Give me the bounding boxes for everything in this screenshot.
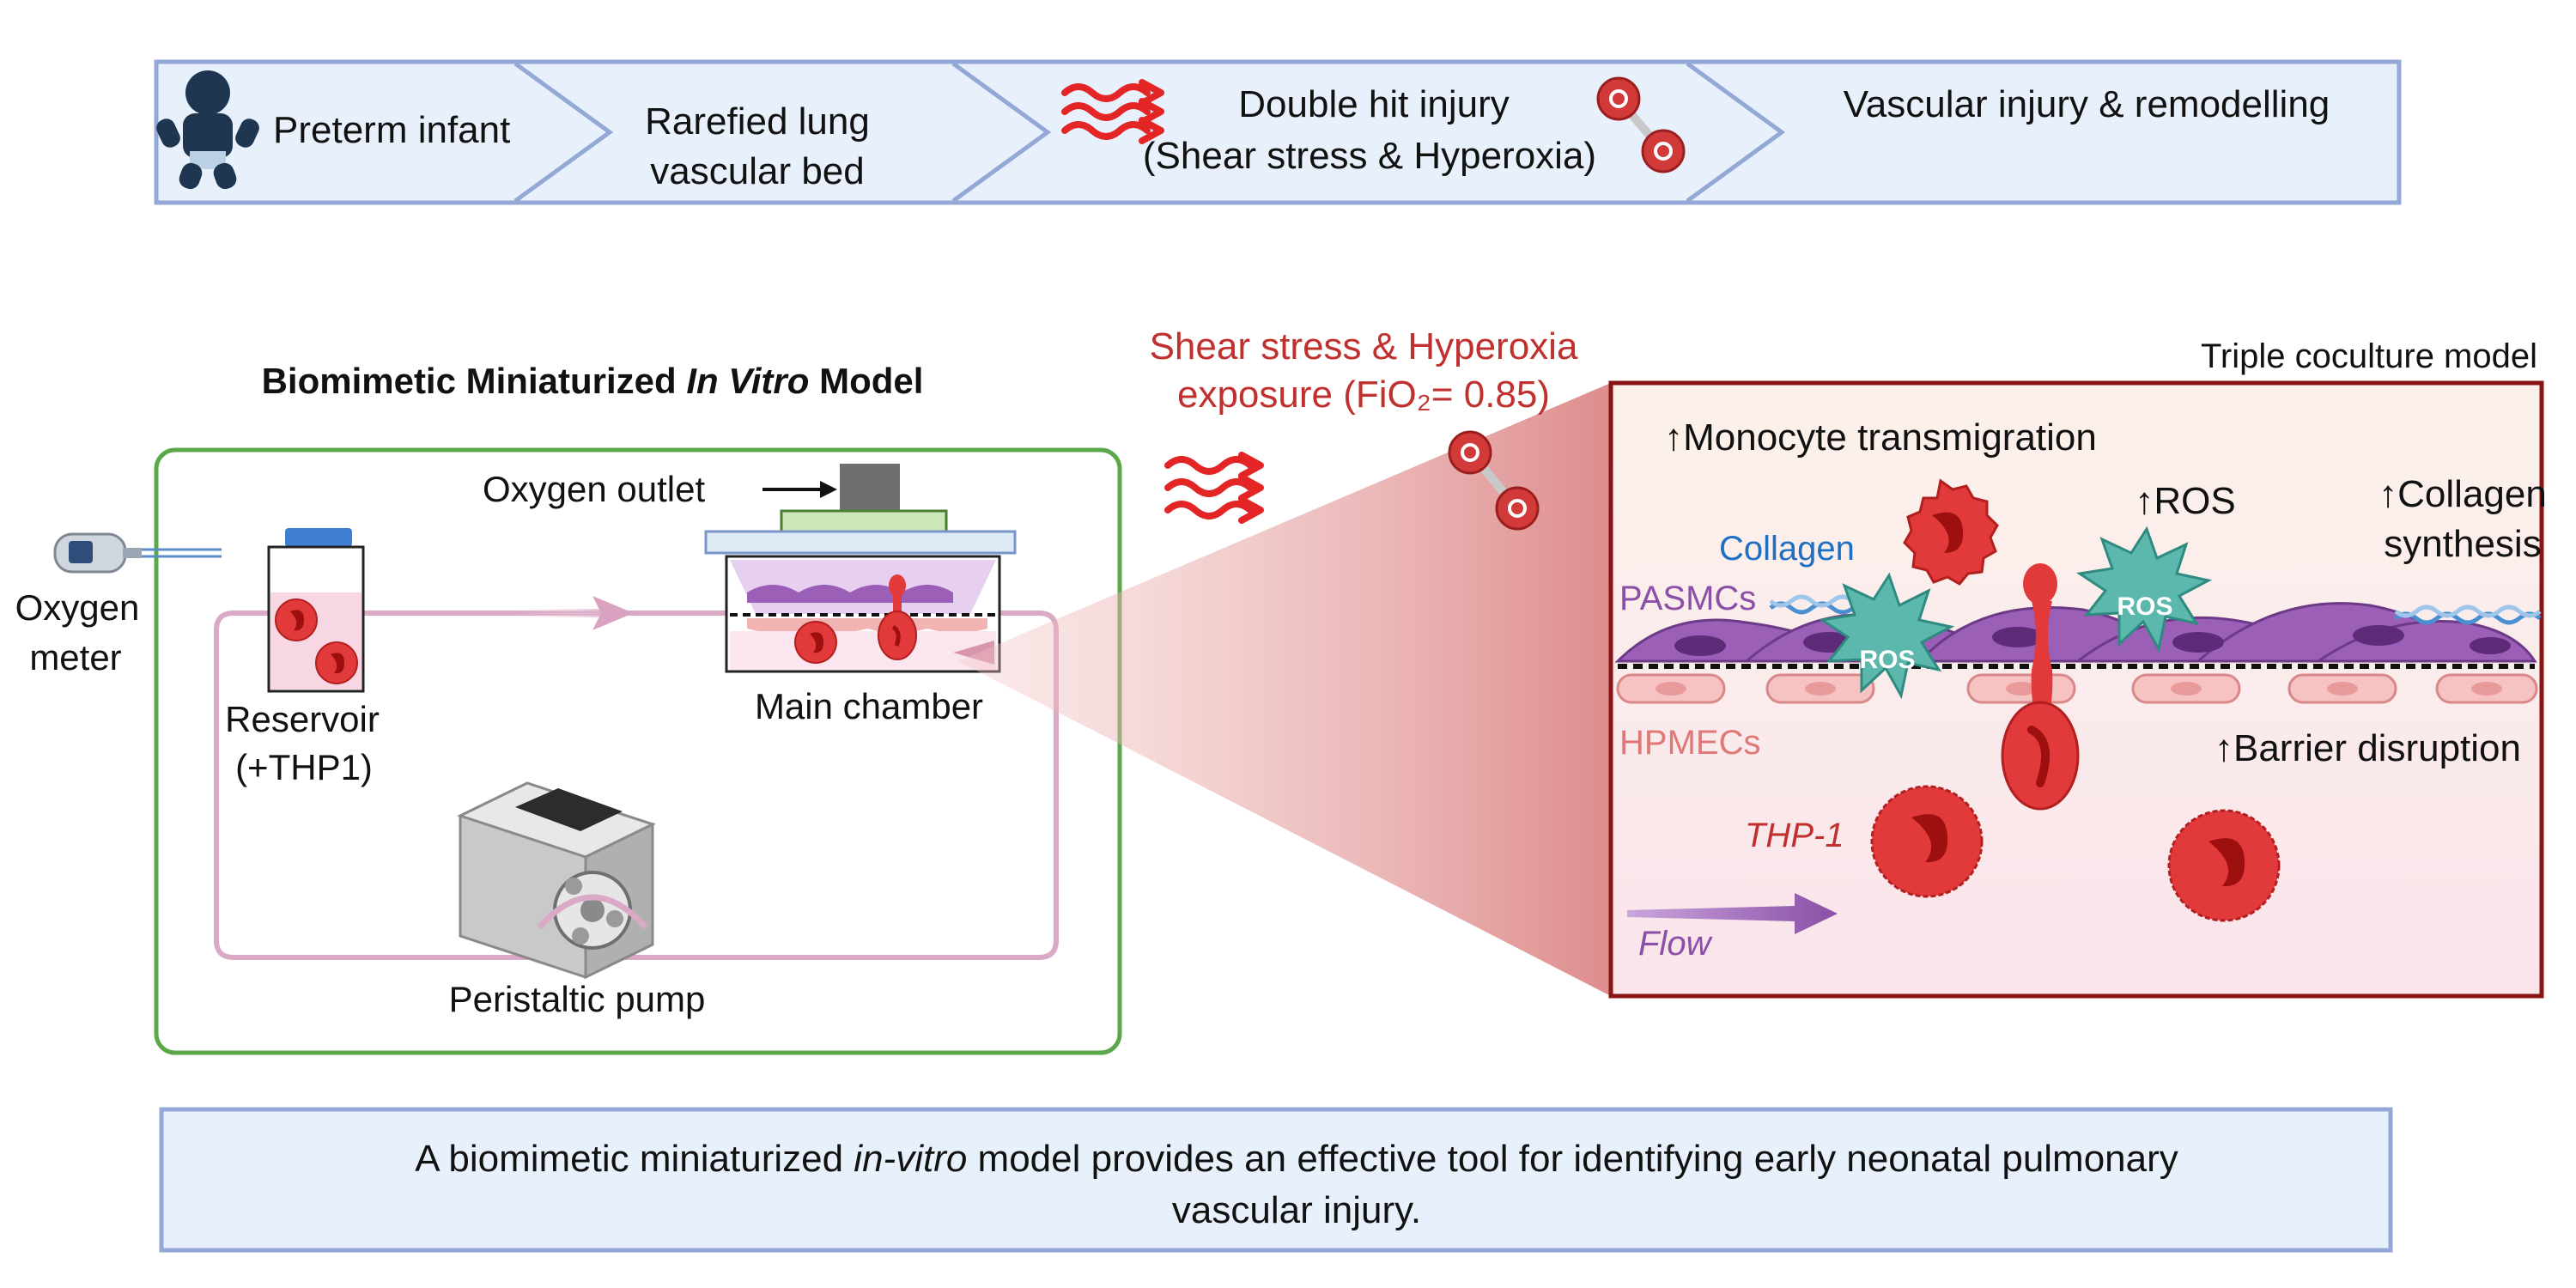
- oxygen-outlet-label: Oxygen outlet: [483, 469, 705, 509]
- oxygen-molecule-icon: [1448, 430, 1540, 531]
- flow-arrow-icon: [515, 596, 635, 630]
- thp1-cell-icon: [1870, 785, 1984, 898]
- flow-direction-arrow: [1627, 893, 1838, 934]
- reservoir-bottle: [267, 528, 365, 693]
- step-vascular-injury: Vascular injury & remodelling: [1844, 83, 2330, 125]
- thp1-cell-icon: [2167, 809, 2281, 922]
- step-preterm-infant: Preterm infant: [273, 109, 510, 151]
- step-rarefied-line2: vascular bed: [650, 150, 864, 192]
- flow-label: Flow: [1638, 925, 1714, 963]
- thp1-label: THP-1: [1745, 817, 1844, 854]
- conclusion-line1: A biomimetic miniaturized in-vitro model…: [415, 1138, 2178, 1180]
- collagen-label: Collagen: [1719, 530, 1855, 568]
- shear-stress-wave-icon: [1061, 79, 1164, 144]
- pump-label: Peristaltic pump: [449, 979, 706, 1019]
- step-double-hit: Double hit injury: [1238, 83, 1510, 125]
- oxygen-meter-icon: [53, 532, 222, 574]
- oxygen-meter-label-2: meter: [29, 637, 121, 677]
- conclusion-line2: vascular injury.: [1172, 1189, 1421, 1231]
- peristaltic-pump-icon: [457, 781, 656, 980]
- collagen-synthesis-label: ↑Collagen: [2379, 473, 2547, 515]
- banner-frame: [154, 59, 2402, 205]
- model-title: Biomimetic Miniaturized In Vitro Model: [262, 361, 924, 401]
- chevron-divider: [1686, 61, 1786, 204]
- zoom-beam: [958, 383, 1611, 996]
- workflow-banner: Preterm infant Rarefied lung vascular be…: [154, 59, 2402, 205]
- thp1-cell-icon: [275, 598, 318, 641]
- oxygen-meter-label: Oxygen: [15, 587, 140, 628]
- coculture-title: Triple coculture model: [2201, 337, 2537, 375]
- exposure-label: Shear stress & Hyperoxia exposure (FiO₂=…: [1150, 325, 1578, 416]
- ros-burst-icon: ROS: [1818, 572, 1955, 700]
- arrow-right-icon: [762, 481, 837, 498]
- oxygen-molecule-icon: [1596, 76, 1686, 173]
- ros-badge-label: ROS: [2117, 592, 2172, 621]
- outlet-port: [840, 464, 900, 511]
- conclusion-banner: A biomimetic miniaturized in-vitro model…: [159, 1107, 2393, 1253]
- exposure-line2: exposure (FiO₂= 0.85): [1177, 374, 1550, 416]
- reservoir-label: Reservoir: [225, 699, 380, 739]
- barrier-disruption-label: ↑Barrier disruption: [2215, 727, 2521, 769]
- transmigrating-cell-icon: [878, 574, 917, 660]
- pasmcs-label: PASMCs: [1619, 580, 1756, 617]
- chevron-divider: [513, 61, 614, 204]
- transmigrating-cell-icon: [2001, 563, 2080, 811]
- conclusion-frame: [159, 1107, 2393, 1253]
- monocyte-transmigration-label: ↑Monocyte transmigration: [1664, 416, 2097, 459]
- ros-burst-icon: ROS: [2075, 526, 2213, 653]
- reservoir-label-2: (+THP1): [235, 747, 373, 787]
- collagen-synthesis-label-2: synthesis: [2384, 523, 2541, 565]
- exposure-line1: Shear stress & Hyperoxia: [1150, 325, 1578, 368]
- main-chamber: [704, 509, 1017, 673]
- ros-increase-label: ↑ROS: [2135, 480, 2235, 522]
- step-double-hit-detail: (Shear stress & Hyperoxia): [1143, 135, 1596, 177]
- thp1-cell-icon: [1903, 478, 1999, 586]
- in-vitro-model-panel: Biomimetic Miniaturized In Vitro Model O…: [15, 361, 1122, 1055]
- infant-icon: [156, 70, 259, 190]
- coculture-panel: Triple coculture model: [1608, 337, 2547, 999]
- chevron-divider: [951, 61, 1052, 204]
- thp1-cell-icon: [794, 621, 837, 664]
- hpmecs-label: HPMECs: [1619, 724, 1760, 762]
- shear-stress-wave-icon: [1164, 452, 1264, 524]
- main-chamber-label: Main chamber: [755, 686, 983, 726]
- ros-badge-label: ROS: [1859, 646, 1915, 674]
- step-rarefied-line1: Rarefied lung: [645, 100, 870, 143]
- thp1-cell-icon: [315, 641, 358, 684]
